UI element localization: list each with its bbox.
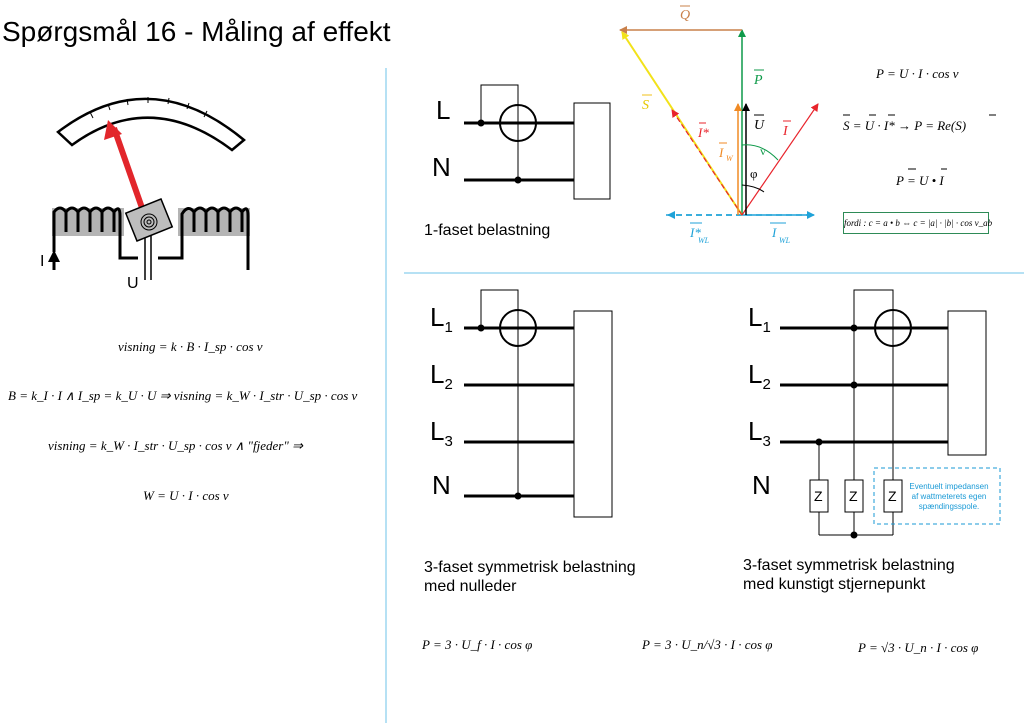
line-label-3: L3 <box>748 416 771 450</box>
line-label-2: L2 <box>748 359 771 393</box>
line-label-1: L1 <box>748 302 771 336</box>
equation-3phase-star: P = √3 · U_n · I · cos φ <box>858 640 979 655</box>
label-I: I <box>782 124 789 139</box>
phasor-I <box>741 103 819 216</box>
note-dashed-box <box>873 467 1001 525</box>
circuit-3phase-neutral <box>464 289 613 518</box>
label-Q: Q <box>680 8 690 23</box>
load-box <box>947 310 987 456</box>
impedance-box <box>844 479 864 513</box>
line-label-1: L1 <box>430 302 453 336</box>
label-IWL-star: I* <box>689 225 701 240</box>
neutral-label: N <box>752 470 771 500</box>
equation-3phase-neutral: P = 3 · U_f · I · cos φ <box>422 637 533 652</box>
line-label-3: L3 <box>430 416 453 450</box>
equation-s-complex: S = U · I* → P = Re(S) <box>843 118 967 133</box>
label-IW-sub: W <box>726 154 734 163</box>
meter-scale-arc <box>56 97 246 152</box>
equation-fjeder: visning = k_W · I_str · U_sp · cos v ∧ "… <box>48 438 303 453</box>
label-P: P <box>753 73 763 88</box>
label-U: U <box>754 118 765 133</box>
equation-b-ki: B = k_I · I ∧ I_sp = k_U · U ⇒ visning =… <box>8 388 358 403</box>
caption-3phase-neutral: 3-faset symmetrisk belastning med nulled… <box>424 559 636 595</box>
circuit-3phase-star <box>780 289 1001 539</box>
neutral-label: N <box>432 152 451 182</box>
angle-phi-arc <box>741 184 765 193</box>
impedance-box <box>883 479 903 513</box>
load-box <box>573 310 613 518</box>
wattmeter-illustration <box>48 97 250 280</box>
label-IWL-star-sub: WL <box>698 236 710 245</box>
impedance-label: Z <box>814 488 823 504</box>
circuit-1phase <box>464 84 611 200</box>
equation-p-dot: P = U • I <box>896 173 944 188</box>
left-coil <box>52 206 122 252</box>
label-IW: I <box>718 145 724 160</box>
phasor-Istar <box>671 109 743 216</box>
neutral-label: N <box>432 470 451 500</box>
load-box <box>573 102 611 200</box>
equation-w: W = U · I · cos v <box>143 488 229 503</box>
line-label: L <box>436 95 451 125</box>
needle-tip <box>104 120 122 140</box>
label-v: v <box>760 144 766 158</box>
impedance-box <box>809 479 829 513</box>
phasor-diagram: Q P S U I I* I W v φ I* WL I WL <box>619 5 819 245</box>
label-phi: φ <box>750 166 758 181</box>
caption-3phase-star: 3-faset symmetrisk belastning med kunsti… <box>743 557 955 593</box>
impedance-note: Eventuelt impedansen af wattmeterets ege… <box>909 482 989 511</box>
page-title: Spørgsmål 16 - Måling af effekt <box>2 16 391 47</box>
line-label-2: L2 <box>430 359 453 393</box>
angle-v-arc <box>741 144 779 161</box>
fordi-box: fordi : c = a • b ⇔ c = |a| · |b| · cos … <box>843 212 992 234</box>
label-IWL: I <box>771 225 777 240</box>
right-coil <box>180 206 250 270</box>
label-S: S <box>642 98 649 113</box>
caption-1phase: 1-faset belastning <box>424 222 551 239</box>
label-IWL-sub: WL <box>779 236 791 245</box>
equation-visning: visning = k · B · I_sp · cos v <box>118 339 263 354</box>
impedance-label: Z <box>888 488 897 504</box>
equation-3phase-sqrt3-frac: P = 3 · U_n/√3 · I · cos φ <box>642 637 773 652</box>
label-Istar: I* <box>697 125 709 140</box>
impedance-label: Z <box>849 488 858 504</box>
equation-p-cos: P = U · I · cos v <box>876 66 959 81</box>
meter-current-label: I <box>40 253 45 270</box>
meter-voltage-label: U <box>127 275 139 292</box>
